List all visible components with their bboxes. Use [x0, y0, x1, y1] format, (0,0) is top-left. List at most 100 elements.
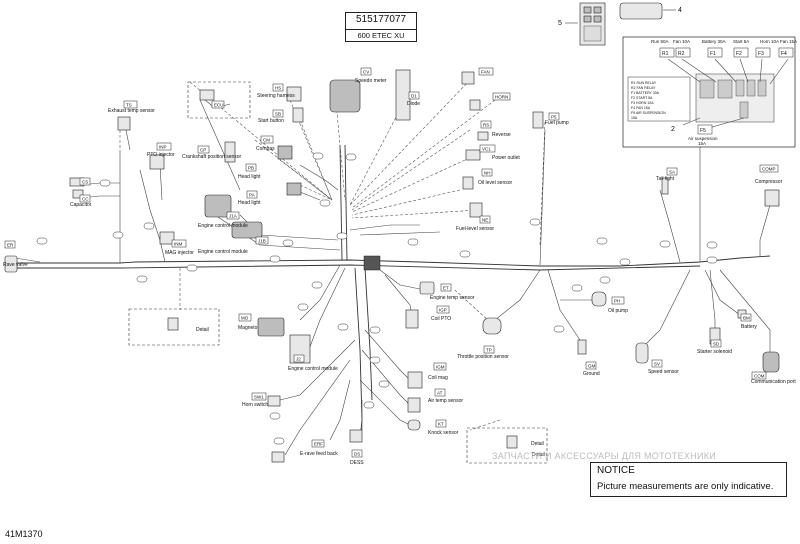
fuse-code-r2: R2	[678, 51, 685, 57]
communication-port	[762, 351, 780, 373]
detail-label: Detail	[532, 452, 545, 458]
detail-label: Detail	[196, 327, 209, 333]
speedo-meter	[329, 79, 361, 113]
label-name: Oil pump	[608, 308, 628, 314]
notice-title: NOTICE	[597, 465, 635, 476]
label-name: Horn switch	[242, 402, 268, 408]
label-code: J1A	[229, 214, 237, 219]
label-code: HORN	[495, 95, 508, 100]
steering-harness	[286, 86, 302, 102]
label-name: Head light	[238, 200, 261, 206]
label-code: KT	[438, 422, 444, 427]
fuse-code-f5: F5	[700, 128, 706, 134]
label-code: INM	[174, 242, 183, 247]
oil-level-sensor	[462, 176, 474, 190]
head-light-pb	[277, 145, 293, 160]
label-name: Coil PTO	[431, 316, 451, 322]
label-name: Battery	[741, 324, 757, 330]
fuse-legend-line: R2 FAN RELAY	[631, 86, 656, 90]
label-code: MO	[241, 316, 249, 321]
notice-box: NOTICE Picture measurements are only ind…	[590, 462, 787, 497]
label-name: MAG injector	[165, 250, 194, 256]
label-code: CC	[82, 197, 89, 202]
tail-light	[661, 177, 669, 195]
reverse-connector	[477, 131, 489, 141]
watermark: ЗАПЧАСТИ И АКСЕССУАРЫ ДЛЯ МОТОТЕХНИКИ	[492, 451, 717, 461]
fuse-name-f4: Fan 15A	[780, 39, 797, 44]
label-code: RS	[483, 123, 489, 128]
label-code: FAN	[481, 70, 490, 75]
label-code: COMP	[762, 167, 776, 172]
label-name: Throttle position sensor	[457, 354, 509, 360]
label-code: CM	[263, 138, 270, 143]
label-code: SA	[669, 170, 675, 175]
detail-text: Detail Detail Detail	[196, 327, 545, 458]
fuse-legend-line: F2 START 5A	[631, 96, 653, 100]
oil-pump	[591, 291, 607, 307]
head-light-pa	[286, 182, 302, 196]
fuse-legend-line: F3 HORN 10A	[631, 101, 654, 105]
label-name: Engine control module	[198, 223, 248, 229]
label-code: SV	[654, 362, 660, 367]
label-name: Compressor	[755, 179, 783, 185]
dess-connector	[349, 429, 363, 443]
label-code: ERF	[314, 442, 323, 447]
fuse-code-f3: F3	[758, 51, 764, 57]
label-name: Capacitor	[70, 202, 92, 208]
label-code: D1	[411, 94, 417, 99]
label-code: J2	[296, 357, 301, 362]
label-code: TP	[486, 348, 492, 353]
knock-sensor	[407, 419, 421, 431]
label-name: Coil mag	[428, 375, 448, 381]
ecm-j1a	[204, 194, 232, 218]
label-code: AT	[437, 391, 443, 396]
label-code: PB	[248, 166, 254, 171]
label-name: Power outlet	[492, 155, 520, 161]
label-name: Magneto	[238, 325, 258, 331]
fuel-level-sensor	[469, 202, 483, 218]
fuse-name-r2: Fan 10A	[673, 39, 690, 44]
cc-connector	[72, 189, 84, 199]
label-code: ECU	[214, 103, 224, 108]
label-code: BM	[743, 316, 750, 321]
label-name: Rave valve	[3, 262, 28, 268]
compressor-connector	[764, 189, 780, 207]
callout-4: 4	[678, 7, 682, 14]
label-name: Compas	[256, 146, 275, 152]
fuse-f5-rating: 15A	[698, 141, 706, 146]
label-name: Starter solenoid	[697, 349, 732, 355]
label-name: Diode	[407, 101, 420, 107]
label-name: Oil level sensor	[478, 180, 513, 186]
mag-injector	[159, 231, 175, 245]
label-name: Head light	[238, 174, 261, 180]
label-code: P5	[551, 115, 557, 120]
label-code: NH	[484, 171, 491, 176]
label-code: IGM	[436, 365, 445, 370]
fuse-name-f1: Battery 30A	[702, 39, 726, 44]
fuse-legend-line: F1 BATTERY 30A	[631, 91, 660, 95]
callout-2: 2	[671, 126, 675, 133]
label-code: SD	[713, 342, 720, 347]
label-name: Engine control module	[288, 366, 338, 372]
label-name: Engine control module	[198, 249, 248, 255]
figure-code: 41M1370	[5, 529, 43, 539]
label-code: PA	[249, 193, 255, 198]
diode	[395, 69, 411, 121]
label-code: SB	[275, 112, 281, 117]
model-name: 600 ETEC XU	[346, 29, 416, 40]
coil-mag	[407, 371, 423, 389]
label-code: DS	[354, 452, 360, 457]
e-rave-feedback	[271, 451, 285, 463]
air-temp-sensor	[407, 397, 421, 413]
callout-5: 5	[558, 20, 562, 27]
ecm-j1b	[231, 221, 263, 239]
label-code: IGP	[439, 308, 447, 313]
label-code: COM	[754, 374, 765, 379]
rave-valve-connector	[4, 255, 18, 273]
label-code: CP	[200, 148, 206, 153]
detail-insets	[128, 81, 548, 464]
start-button	[292, 107, 304, 123]
label-name: Air temp sensor	[428, 398, 463, 404]
component-labels: TS Exhaust temp sensor INP PTO injector …	[3, 67, 796, 466]
